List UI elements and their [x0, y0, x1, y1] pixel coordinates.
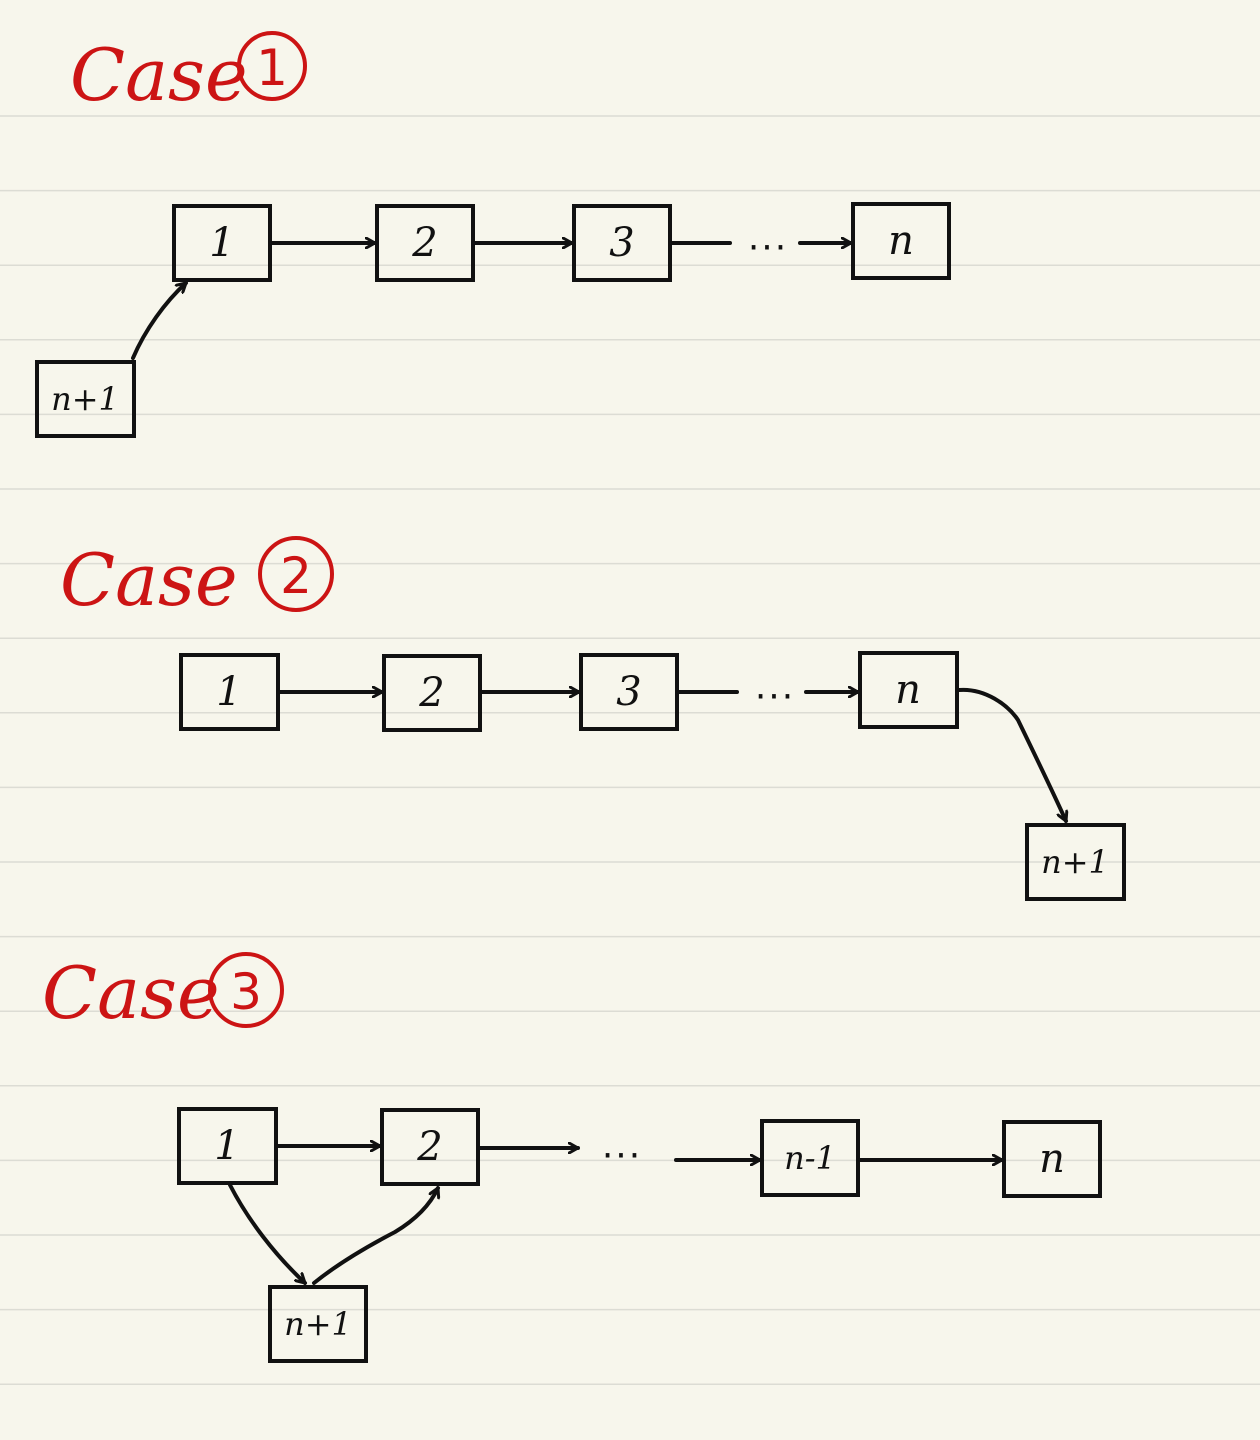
svg-text:n+1: n+1: [1041, 843, 1109, 881]
case-3-label: Case: [42, 951, 220, 1035]
case-3-ellipsis: ...: [602, 1126, 642, 1167]
case-3-number: 3: [230, 963, 262, 1021]
case-3-node-n-minus-1: n-1: [760, 1119, 860, 1197]
case-2-node-n-plus-1: n+1: [1025, 823, 1126, 901]
case-1-node-2: 2: [375, 204, 475, 282]
svg-text:1: 1: [214, 1123, 239, 1169]
svg-text:1: 1: [216, 669, 241, 715]
case-2-number: 2: [280, 547, 312, 605]
svg-text:3: 3: [616, 669, 641, 715]
svg-text:n+1: n+1: [284, 1305, 352, 1343]
svg-text:3: 3: [609, 220, 634, 266]
case-2-label: Case: [60, 538, 238, 622]
case-3-section: Case 3 1 2 n-1 n n+1 ...: [42, 951, 1102, 1363]
case-2-section: Case 2 1 2 3 n n+1 ...: [60, 536, 1126, 901]
case-3-node-2: 2: [380, 1108, 480, 1186]
case-1-number: 1: [256, 39, 288, 97]
svg-text:n+1: n+1: [51, 380, 119, 418]
case-3-number-circle: [208, 952, 284, 1028]
case-1-label: Case: [70, 33, 248, 117]
case-2-ellipsis: ...: [755, 667, 795, 708]
case-3-node-1: 1: [177, 1107, 278, 1185]
case-2-node-3: 3: [579, 653, 679, 731]
svg-text:2: 2: [411, 220, 437, 266]
case-1-node-1: 1: [172, 204, 272, 282]
svg-text:1: 1: [209, 220, 234, 266]
case-3-edge-1-new: [228, 1183, 307, 1285]
case-1-node-n: n: [851, 202, 951, 280]
svg-text:n-1: n-1: [784, 1139, 836, 1177]
case-2-node-2: 2: [382, 654, 482, 732]
case-3-node-n-plus-1: n+1: [268, 1285, 368, 1363]
svg-text:2: 2: [416, 1124, 442, 1170]
svg-text:n: n: [895, 667, 921, 713]
svg-text:n: n: [888, 218, 914, 264]
case-1-ellipsis: ...: [748, 218, 788, 259]
case-1-node-n-plus-1: n+1: [35, 360, 136, 438]
svg-text:2: 2: [418, 670, 444, 716]
case-1-number-circle: [237, 31, 307, 101]
case-1-node-3: 3: [572, 204, 672, 282]
case-2-edge-n-new: [957, 687, 1066, 823]
case-3-edge-new-2: [312, 1186, 438, 1285]
case-3-node-n: n: [1002, 1120, 1102, 1198]
case-1-edge-new-1: [131, 281, 188, 360]
ruled-lines: [0, 115, 1260, 1385]
case-1-section: Case 1 1 2 3 n n+1 ...: [35, 31, 951, 438]
case-2-number-circle: [258, 536, 334, 612]
svg-text:n: n: [1039, 1136, 1065, 1182]
case-2-node-n: n: [858, 651, 959, 729]
case-2-node-1: 1: [179, 653, 280, 731]
